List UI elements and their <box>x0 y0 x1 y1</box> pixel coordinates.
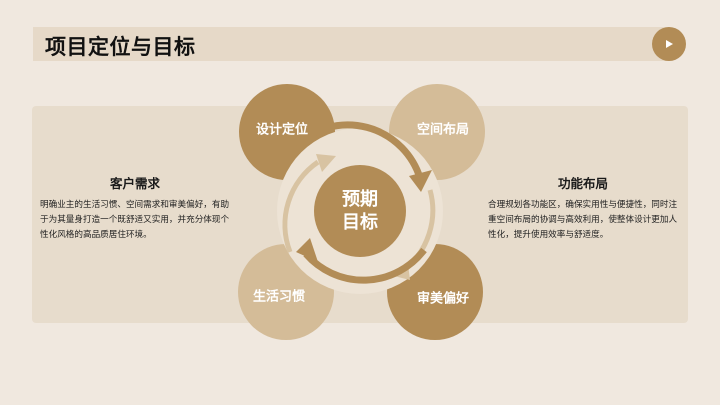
function-layout-text: 合理规划各功能区，确保实用性与便捷性，同时注重空间布局的协调与高效利用，使整体设… <box>488 200 678 240</box>
node-label-aesthetic: 审美偏好 <box>416 291 470 307</box>
center-label-line1: 预期 <box>342 189 378 210</box>
play-button[interactable] <box>652 27 686 61</box>
node-label-design: 设计定位 <box>255 122 309 138</box>
function-layout-block: 功能布局 合理规划各功能区，确保实用性与便捷性，同时注重空间布局的协调与高效利用… <box>488 173 678 243</box>
title-bar: 项目定位与目标 <box>33 27 669 61</box>
function-layout-heading: 功能布局 <box>557 176 608 191</box>
center-label: 预期 目标 <box>342 188 378 234</box>
node-label-habit: 生活习惯 <box>252 289 306 305</box>
node-label-space: 空间布局 <box>416 122 470 138</box>
center-label-line2: 目标 <box>342 212 378 233</box>
customer-needs-block: 客户需求 明确业主的生活习惯、空间需求和审美偏好，有助于为其量身打造一个既舒适又… <box>40 173 230 243</box>
play-icon <box>666 40 673 48</box>
customer-needs-text: 明确业主的生活习惯、空间需求和审美偏好，有助于为其量身打造一个既舒适又实用，并充… <box>40 200 230 240</box>
page-title: 项目定位与目标 <box>45 35 196 59</box>
customer-needs-heading: 客户需求 <box>109 176 160 191</box>
